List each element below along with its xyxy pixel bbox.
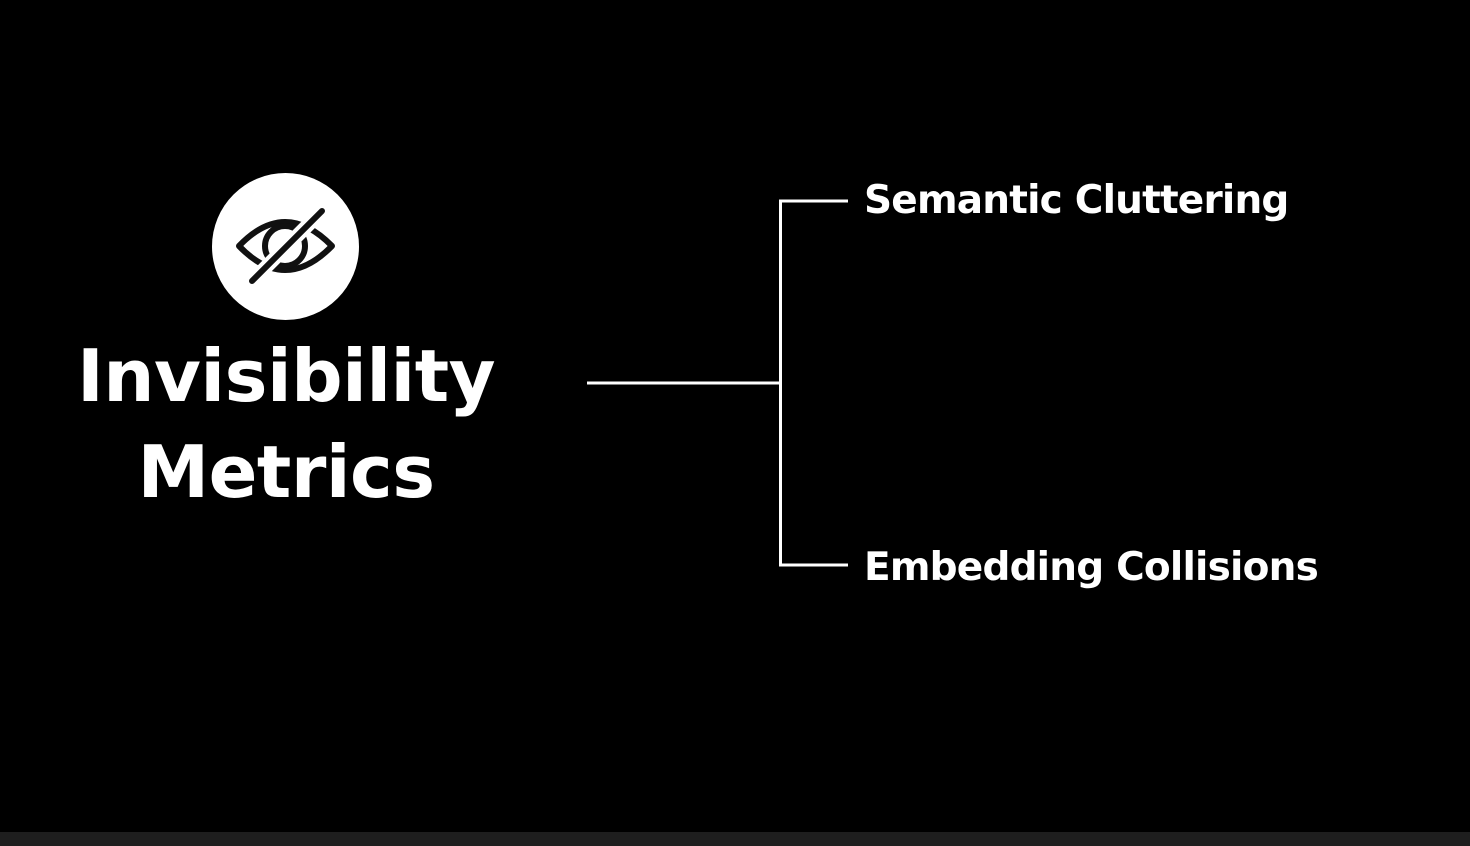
root-title-line-2: Metrics (137, 430, 435, 514)
root-title: Invisibility Metrics (60, 328, 512, 520)
eye-slash-icon (236, 204, 335, 288)
branch-label-embedding-collisions: Embedding Collisions (864, 545, 1319, 590)
icon-badge (212, 173, 359, 320)
root-title-line-1: Invisibility (76, 334, 496, 418)
bottom-bar (0, 832, 1470, 846)
branch-label-semantic-cluttering: Semantic Cluttering (864, 178, 1289, 223)
